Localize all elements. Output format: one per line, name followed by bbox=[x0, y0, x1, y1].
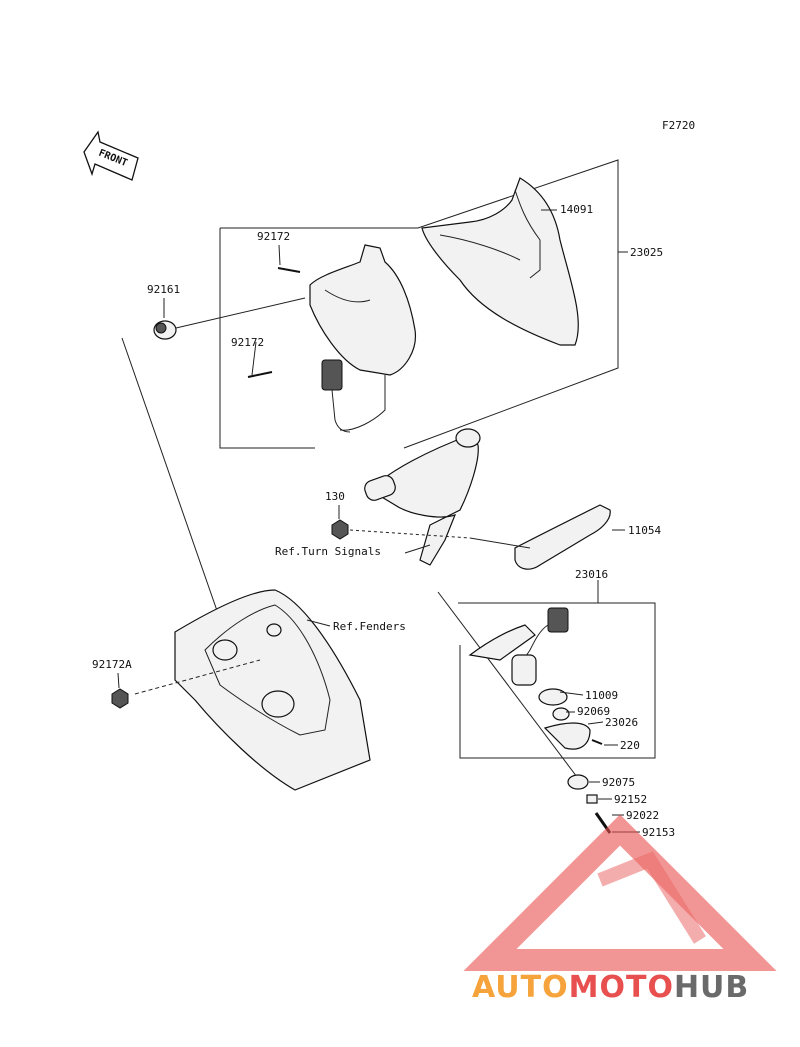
label-92022: 92022 bbox=[626, 809, 659, 822]
label-92152: 92152 bbox=[614, 793, 647, 806]
label-220: 220 bbox=[620, 739, 640, 752]
watermark-text: AUTOMOTOHUB bbox=[472, 970, 749, 1005]
label-11054: 11054 bbox=[628, 524, 661, 537]
watermark-hub: HUB bbox=[674, 970, 749, 1005]
label-11009: 11009 bbox=[585, 689, 618, 702]
label-14091: 14091 bbox=[560, 203, 593, 216]
label-23026: 23026 bbox=[605, 716, 638, 729]
license-lamp-parts bbox=[468, 607, 618, 750]
label-92172-low: 92172 bbox=[231, 336, 264, 349]
screw-92172-top bbox=[277, 267, 301, 273]
diagram-code: F2720 bbox=[662, 119, 695, 132]
label-92069: 92069 bbox=[577, 705, 610, 718]
license-lamp-group-box bbox=[437, 580, 656, 786]
reflector-11054 bbox=[469, 504, 625, 570]
fender-part bbox=[134, 589, 371, 791]
watermark-moto: MOTO bbox=[569, 970, 674, 1005]
leader-92172 bbox=[251, 341, 257, 376]
nut-130 bbox=[331, 519, 471, 540]
label-23016: 23016 bbox=[575, 568, 608, 581]
tail-lens-part bbox=[421, 177, 579, 346]
license-bracket-part bbox=[364, 428, 481, 566]
front-arrow-icon: FRONT bbox=[83, 130, 139, 181]
grommet-92161 bbox=[153, 297, 306, 340]
label-92172A: 92172A bbox=[92, 658, 132, 671]
tail-lamp-group-box bbox=[219, 159, 628, 449]
label-ref-turn-signals: Ref.Turn Signals bbox=[275, 545, 381, 558]
screw-92172-low bbox=[247, 371, 273, 378]
tail-lamp-housing-part bbox=[309, 244, 417, 433]
label-ref-fenders: Ref.Fenders bbox=[333, 620, 406, 633]
nut-92172A bbox=[111, 688, 129, 709]
watermark-logo-icon bbox=[463, 814, 777, 971]
watermark-auto: AUTO bbox=[472, 970, 569, 1005]
label-23025: 23025 bbox=[630, 246, 663, 259]
label-92075: 92075 bbox=[602, 776, 635, 789]
label-92153: 92153 bbox=[642, 826, 675, 839]
leader-turn-signals bbox=[404, 544, 431, 554]
label-92172-top: 92172 bbox=[257, 230, 290, 243]
leader-grommet bbox=[121, 337, 231, 649]
label-130: 130 bbox=[325, 490, 345, 503]
label-92161: 92161 bbox=[147, 283, 180, 296]
